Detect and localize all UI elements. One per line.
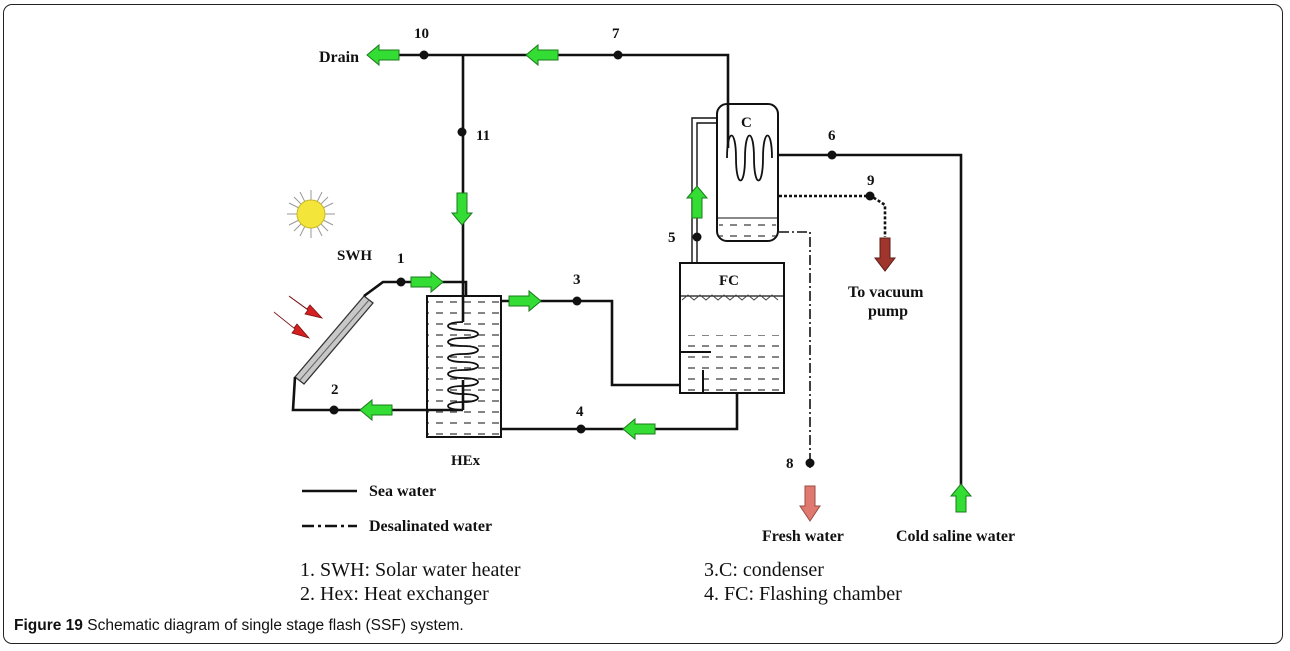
arrow-1 xyxy=(410,270,444,294)
solar-radiation-arrows xyxy=(273,295,324,339)
legend: Sea water Desalinated water 1. SWH: Sola… xyxy=(300,483,902,605)
flow-arrows xyxy=(359,43,973,513)
legend-note-4: 4. FC: Flashing chamber xyxy=(704,583,902,605)
arrow-2 xyxy=(359,398,393,422)
arrow-5 xyxy=(685,185,709,219)
drain-label: Drain xyxy=(319,49,359,66)
arrow-4 xyxy=(622,417,656,441)
condenser xyxy=(716,103,779,242)
arrow-11 xyxy=(450,192,474,226)
node-7-label: 7 xyxy=(612,26,620,42)
node-10-label: 10 xyxy=(414,26,429,42)
condenser-label: C xyxy=(741,115,752,131)
flashing-chamber xyxy=(679,262,785,394)
cold-saline-label: Cold saline water xyxy=(896,528,1015,545)
node-1-label: 1 xyxy=(397,251,405,267)
node-11-label: 11 xyxy=(476,128,490,144)
legend-note-3: 3.C: condenser xyxy=(704,559,824,581)
vacuum-label-line2: pump xyxy=(868,303,908,320)
legend-note-2: 2. Hex: Heat exchanger xyxy=(300,583,489,605)
node-4-label: 4 xyxy=(576,404,584,420)
legend-desalinated-label: Desalinated water xyxy=(369,518,492,535)
vacuum-line xyxy=(779,194,887,237)
node-dots xyxy=(329,50,875,468)
arrow-3 xyxy=(508,289,542,313)
figure-caption: Figure 19 Schematic diagram of single st… xyxy=(14,617,1214,635)
node-9-label: 9 xyxy=(867,173,875,189)
node-5-label: 5 xyxy=(668,230,676,246)
sea-water-pipes xyxy=(291,53,963,488)
swh-label: SWH xyxy=(337,248,372,264)
desalinated-line xyxy=(779,231,811,470)
figure-caption-text: Schematic diagram of single stage flash … xyxy=(87,617,464,634)
fc-label: FC xyxy=(719,273,739,289)
legend-sea-water-label: Sea water xyxy=(369,483,436,500)
figure-frame xyxy=(3,4,1283,644)
node-3-label: 3 xyxy=(573,272,581,288)
node-6-label: 6 xyxy=(828,128,836,144)
node-2-label: 2 xyxy=(331,382,339,398)
hex-label: HEx xyxy=(451,453,481,469)
arrow-7 xyxy=(525,43,559,67)
node-8-label: 8 xyxy=(786,456,794,472)
sun-icon xyxy=(287,190,335,238)
vacuum-label-line1: To vacuum xyxy=(848,284,924,301)
fresh-water-label: Fresh water xyxy=(762,528,844,545)
arrow-fresh xyxy=(799,485,821,522)
arrow-vacuum xyxy=(873,237,897,272)
figure-caption-label: Figure 19 xyxy=(14,617,83,634)
solar-water-heater xyxy=(294,295,374,385)
arrow-drain xyxy=(366,43,400,67)
legend-note-1: 1. SWH: Solar water heater xyxy=(300,559,521,581)
arrow-cold-in xyxy=(949,483,973,513)
